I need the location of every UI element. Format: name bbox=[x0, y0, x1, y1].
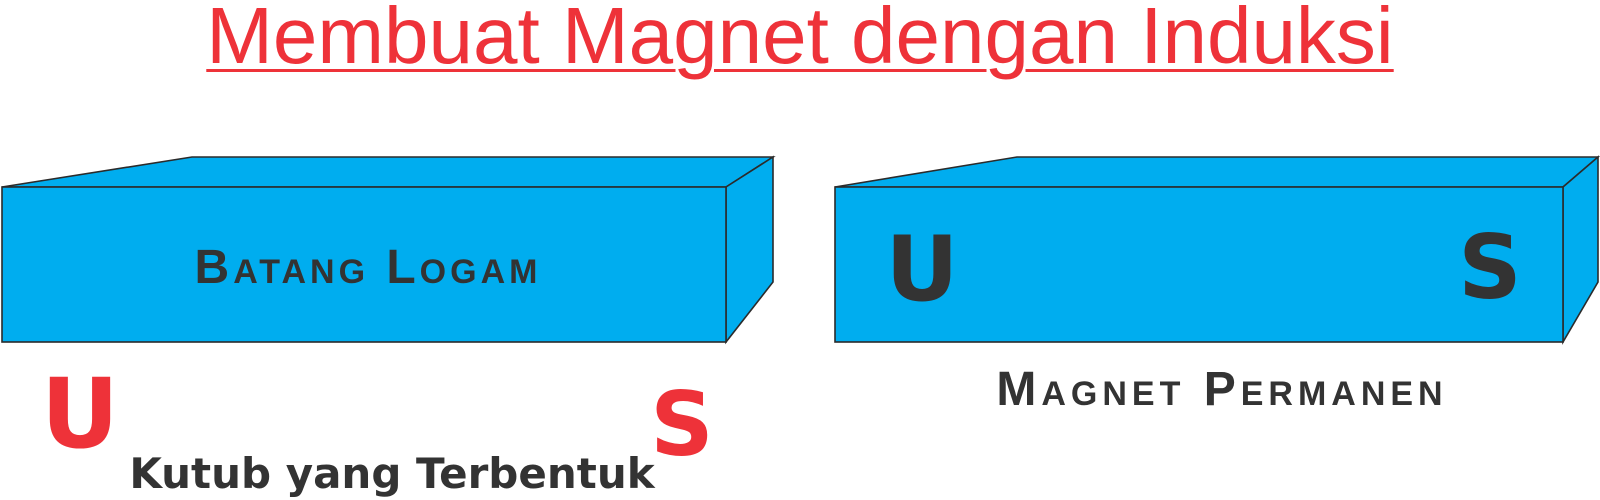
induced-north-pole: U bbox=[41, 358, 119, 470]
metal-bar-front-face bbox=[1, 186, 727, 343]
page-title: Membuat Magnet dengan Induksi bbox=[206, 0, 1394, 80]
metal-bar-side-face bbox=[725, 155, 774, 345]
metal-bar-top-face bbox=[1, 156, 776, 188]
induced-poles-caption: Kutub yang Terbentuk bbox=[129, 449, 655, 498]
permanent-magnet-caption: Magnet Permanen bbox=[996, 363, 1447, 416]
magnet-bar-front-face bbox=[834, 186, 1564, 343]
induced-south-pole: S bbox=[650, 373, 713, 476]
metal-bar: Batang Logam bbox=[1, 155, 776, 345]
magnet-bar-side-face bbox=[1562, 155, 1599, 345]
permanent-magnet-bar: U S bbox=[834, 155, 1600, 345]
magnet-north-pole: U bbox=[885, 217, 958, 322]
magnet-south-pole: S bbox=[1458, 216, 1521, 319]
metal-bar-label: Batang Logam bbox=[195, 241, 542, 294]
magnet-bar-top-face bbox=[834, 156, 1600, 188]
